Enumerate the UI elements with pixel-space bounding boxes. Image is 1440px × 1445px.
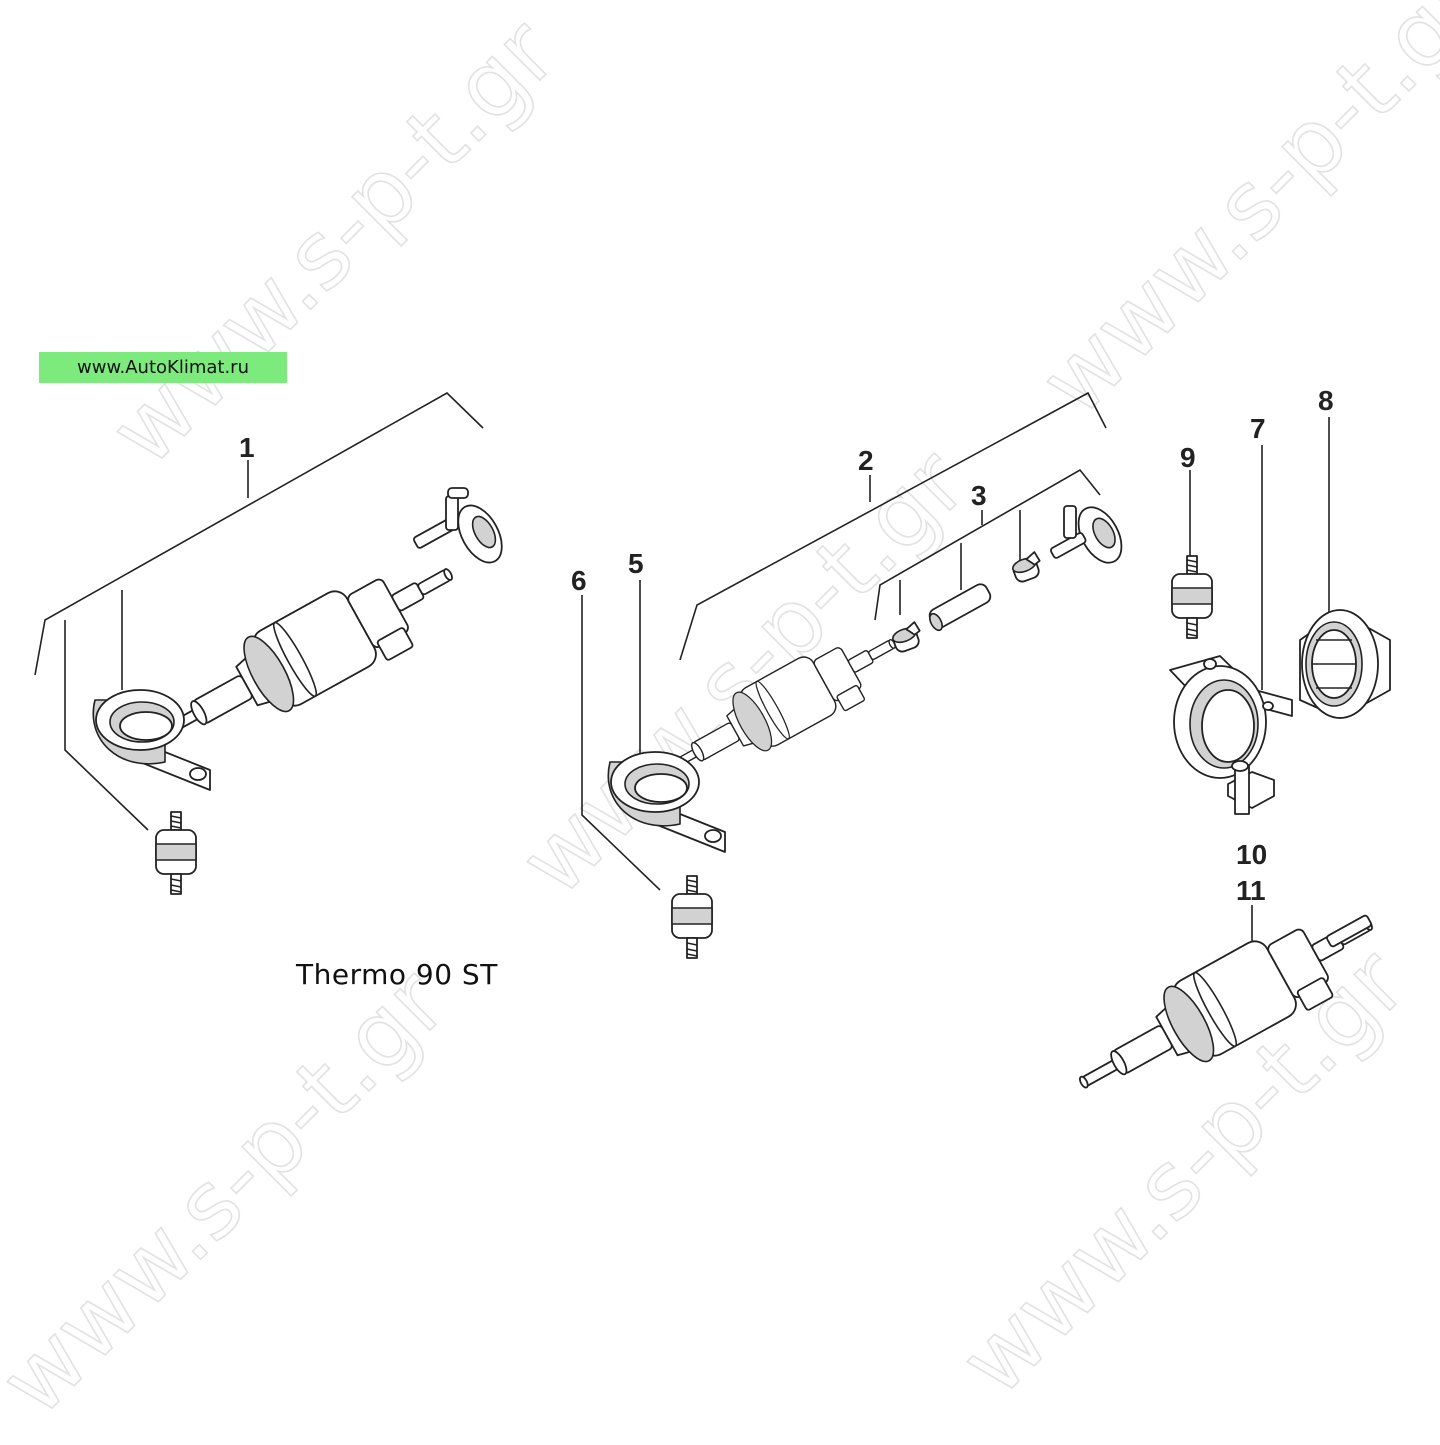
callout-label: 7 xyxy=(1250,413,1266,444)
callout-label: 2 xyxy=(858,445,874,476)
fuel-pump-assembly-2 xyxy=(651,505,1123,801)
callout-label: 5 xyxy=(628,548,644,579)
watermark-text: www.s-p-t.gr xyxy=(500,429,986,915)
hose-connector-set-3 xyxy=(889,550,1046,655)
fuel-pump-10-11 xyxy=(1059,885,1394,1125)
rubber-damper-6 xyxy=(671,875,713,959)
callout-label: 8 xyxy=(1318,385,1334,416)
callout-label: 9 xyxy=(1180,442,1196,473)
fuel-pump-assembly-1 xyxy=(139,487,503,775)
callout-label: 6 xyxy=(571,565,587,596)
watermark-text: www.s-p-t.gr xyxy=(90,0,576,486)
callout-label: 1 xyxy=(239,432,255,463)
watermark-text: www.s-p-t.gr xyxy=(0,949,466,1435)
rubber-damper-9 xyxy=(1171,555,1213,639)
mounting-bracket-7 xyxy=(1169,655,1293,815)
rubber-damper-1 xyxy=(155,811,197,895)
callout-label: 11 xyxy=(1236,875,1266,906)
callout-label: 10 xyxy=(1236,839,1267,870)
leader-lines xyxy=(34,391,1330,948)
diagram-title: Thermo 90 ST xyxy=(296,958,498,991)
site-label-badge[interactable]: www.AutoKlimat.ru xyxy=(39,352,287,383)
rubber-sleeve-8 xyxy=(1299,609,1391,719)
callout-label: 3 xyxy=(971,480,987,511)
part-callouts: 1 2 3 5 6 7 8 9 10 11 xyxy=(239,385,1334,906)
watermark-text: www.s-p-t.gr xyxy=(1020,0,1440,436)
